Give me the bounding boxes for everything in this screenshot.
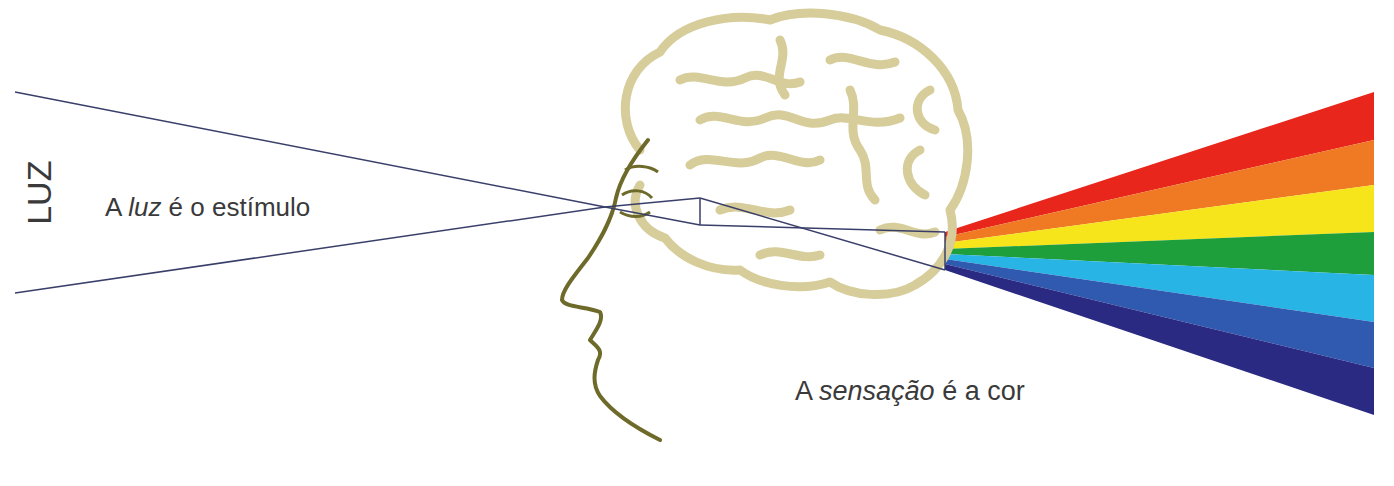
spectrum-fan	[945, 92, 1374, 415]
stimulus-label: A luz é o estímulo	[105, 193, 310, 222]
light-rays	[15, 92, 945, 293]
axis-label: LUZ	[21, 161, 58, 225]
brain-outline	[625, 13, 967, 294]
ear-eye-detail	[620, 166, 658, 216]
face-profile	[562, 140, 660, 440]
sensation-label: A sensação é a cor	[795, 377, 1025, 407]
